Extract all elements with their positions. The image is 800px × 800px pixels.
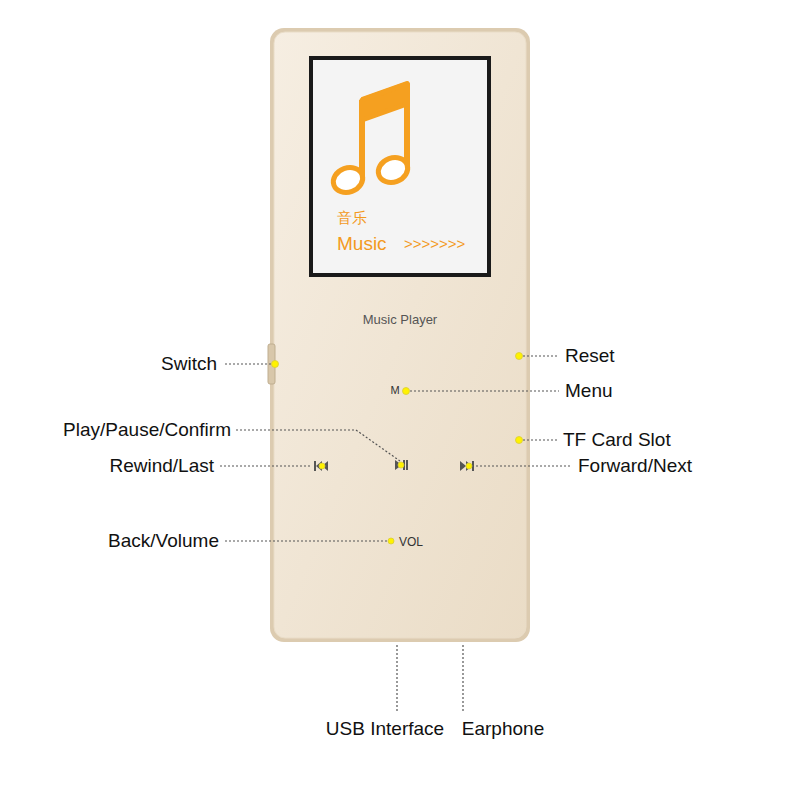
- forward-icon: [460, 461, 466, 471]
- play-icon: [406, 460, 408, 470]
- body-edge: [270, 28, 530, 642]
- leader-line: [462, 645, 463, 712]
- marker-dot: [319, 463, 325, 469]
- music-note-icon: [330, 84, 411, 196]
- screen-frame: [309, 56, 491, 277]
- callout-label: Forward/Next: [578, 455, 692, 478]
- leader-lines: [220, 356, 572, 712]
- callout-label: Switch: [161, 353, 217, 376]
- button-icons: [314, 460, 474, 471]
- leader-line: [236, 430, 400, 461]
- callout-label: Play/Pause/Confirm: [63, 419, 231, 442]
- marker-dot: [388, 538, 394, 544]
- callout-label: Earphone: [462, 718, 544, 741]
- marker-dot: [466, 463, 472, 469]
- forward-icon: [466, 461, 472, 471]
- screen: [313, 60, 487, 273]
- marker-dot: [403, 388, 410, 395]
- callout-label: Back/Volume: [108, 530, 219, 553]
- leader-line: [523, 355, 559, 356]
- callout-label: Menu: [565, 380, 613, 403]
- marker-dot: [516, 353, 523, 360]
- marker-dot: [516, 437, 523, 444]
- screen-text: >>>>>>>: [404, 235, 465, 253]
- leader-line: [220, 465, 312, 466]
- marker-dots: [272, 353, 523, 545]
- rewind-icon: [314, 461, 316, 471]
- leader-line: [396, 645, 397, 712]
- screen-text: Music: [337, 233, 387, 256]
- button-label: VOL: [399, 535, 423, 549]
- screen-text: 音乐: [337, 209, 367, 227]
- callout-label: Reset: [565, 345, 615, 368]
- leader-line: [476, 465, 572, 466]
- leader-line: [225, 363, 273, 364]
- callout-label: Rewind/Last: [109, 455, 214, 478]
- button-label: M: [390, 384, 399, 397]
- logo-text: Music Player: [363, 312, 437, 328]
- device-body: [274, 32, 526, 638]
- marker-dot: [398, 462, 404, 468]
- marker-dot: [272, 361, 279, 368]
- leader-line: [523, 439, 557, 440]
- callout-label: TF Card Slot: [563, 429, 671, 452]
- callout-label: USB Interface: [326, 718, 444, 741]
- leader-line: [410, 390, 559, 391]
- leader-line: [225, 540, 387, 541]
